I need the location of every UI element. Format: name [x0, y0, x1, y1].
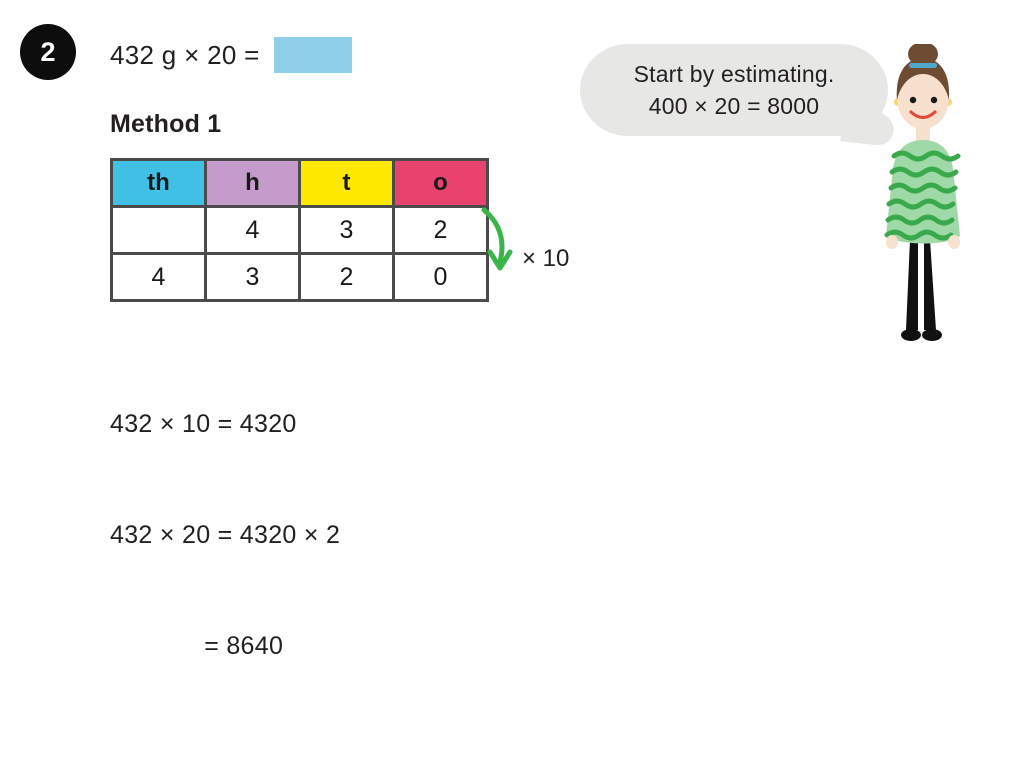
column-header-hundreds: h	[204, 158, 301, 208]
question-text: 432 g × 20 =	[110, 39, 260, 70]
table-cell[interactable]	[110, 205, 207, 255]
working-steps: 432 × 10 = 4320 432 × 20 = 4320 × 2 = 86…	[110, 332, 340, 702]
girl-character-illustration	[868, 42, 978, 354]
table-cell[interactable]: 2	[392, 205, 489, 255]
working-line: 432 × 20 = 4320 × 2	[110, 521, 341, 549]
answer-input-box[interactable]	[273, 37, 352, 73]
place-value-table: th h t o 4 3 2 4 3 2 0	[110, 158, 489, 302]
column-header-thousands: th	[110, 158, 207, 208]
speech-bubble: Start by estimating. 400 × 20 = 8000	[580, 44, 888, 136]
multiply-by-ten-label: × 10	[522, 245, 570, 272]
speech-bubble-line-2: 400 × 20 = 8000	[648, 93, 820, 119]
column-header-ones: o	[392, 158, 489, 208]
table-row: 4 3 2	[110, 205, 489, 255]
question-line: 432 g × 20 =	[110, 36, 352, 74]
speech-bubble-line-1: Start by estimating.	[633, 61, 835, 87]
column-header-tens: t	[298, 158, 395, 208]
working-line: = 8640	[110, 632, 284, 660]
table-cell[interactable]: 3	[298, 205, 395, 255]
table-cell[interactable]: 0	[392, 252, 489, 302]
table-cell[interactable]: 4	[204, 205, 301, 255]
table-cell[interactable]: 4	[110, 252, 207, 302]
question-number-badge: 2	[20, 24, 76, 80]
working-line: 432 × 10 = 4320	[110, 410, 297, 438]
table-cell[interactable]: 2	[298, 252, 395, 302]
table-row: 4 3 2 0	[110, 252, 489, 302]
table-cell[interactable]: 3	[204, 252, 301, 302]
curved-down-arrow-icon	[481, 207, 513, 271]
method-heading: Method 1	[110, 110, 222, 138]
multiply-by-ten-annotation: × 10	[478, 204, 569, 284]
table-header-row: th h t o	[110, 158, 489, 208]
